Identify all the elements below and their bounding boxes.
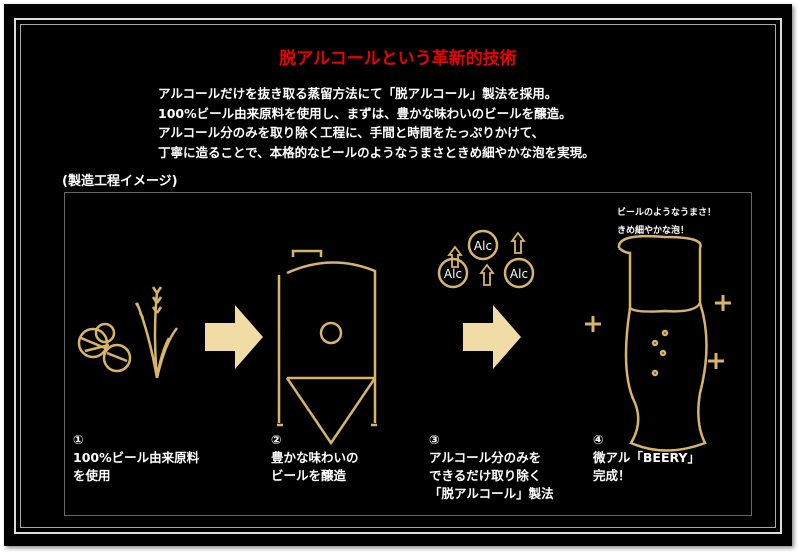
beer-glass-icon — [617, 234, 708, 452]
step-text: ビールを醸造 — [271, 468, 347, 483]
alc-label: Alc — [474, 239, 492, 253]
border-outer — [14, 18, 782, 534]
beer-note: きめ細やかな泡！ — [617, 226, 690, 236]
step-text: 「脱アルコール」製法 — [429, 486, 554, 501]
alc-label: Alc — [444, 267, 462, 281]
step-4: ④ 微アル「BEERY」完成！ — [593, 431, 700, 485]
hops-icon — [77, 322, 132, 373]
plus-icon — [585, 295, 731, 369]
step-number: ③ — [429, 432, 440, 447]
step-text: できるだけ取り除く — [429, 468, 542, 483]
step-3: ③ アルコール分のみをできるだけ取り除く「脱アルコール」製法 — [429, 431, 554, 503]
intro-text: アルコールだけを抜き取る蒸留方法にて「脱アルコール」製法を採用。 100%ビール… — [158, 84, 595, 162]
intro-line: アルコール分のみを取り除く工程に、手間と時間をたっぷりかけて、 — [158, 125, 545, 140]
step-1: ① 100%ビール由来原料を使用 — [73, 431, 199, 485]
alcohol-evaporation-icon: Alc Alc Alc — [437, 229, 535, 289]
process-label: (製造工程イメージ) — [62, 174, 178, 189]
process-diagram: Alc Alc Alc ビールのようなうまさ！ きめ細やかな泡！ ① 100%ビー… — [64, 192, 752, 516]
arrow-icon — [463, 305, 521, 369]
step-text: を使用 — [73, 468, 111, 483]
step-text: 100%ビール由来原料 — [73, 450, 200, 465]
alc-label: Alc — [510, 267, 528, 281]
step-text: 完成！ — [593, 468, 631, 483]
slide: 脱アルコールという革新的技術 アルコールだけを抜き取る蒸留方法にて「脱アルコール… — [4, 4, 792, 546]
step-number: ② — [271, 432, 282, 447]
intro-line: 100%ビール由来原料を使用し、まずは、豊かな味わいのビールを醸造。 — [158, 105, 572, 121]
step-number: ④ — [593, 432, 604, 447]
step-text: 微アル「BEERY」 — [593, 450, 700, 465]
slide-title: 脱アルコールという革新的技術 — [279, 49, 517, 69]
step-text: 豊かな味わいの — [271, 450, 359, 465]
intro-line: アルコールだけを抜き取る蒸留方法にて「脱アルコール」製法を採用。 — [158, 86, 558, 101]
step-text: アルコール分のみを — [429, 450, 542, 465]
intro-line: 丁寧に造ることで、本格的なビールのようなうまさときめ細やかな泡を実現。 — [158, 144, 595, 160]
wheat-icon — [134, 286, 178, 379]
step-number: ① — [73, 432, 84, 447]
step-2: ② 豊かな味わいのビールを醸造 — [271, 431, 359, 485]
arrow-icon — [205, 305, 263, 369]
beer-note: ビールのようなうまさ！ — [617, 208, 717, 218]
border-inner — [20, 24, 776, 528]
fermentation-tank-icon — [277, 249, 377, 446]
